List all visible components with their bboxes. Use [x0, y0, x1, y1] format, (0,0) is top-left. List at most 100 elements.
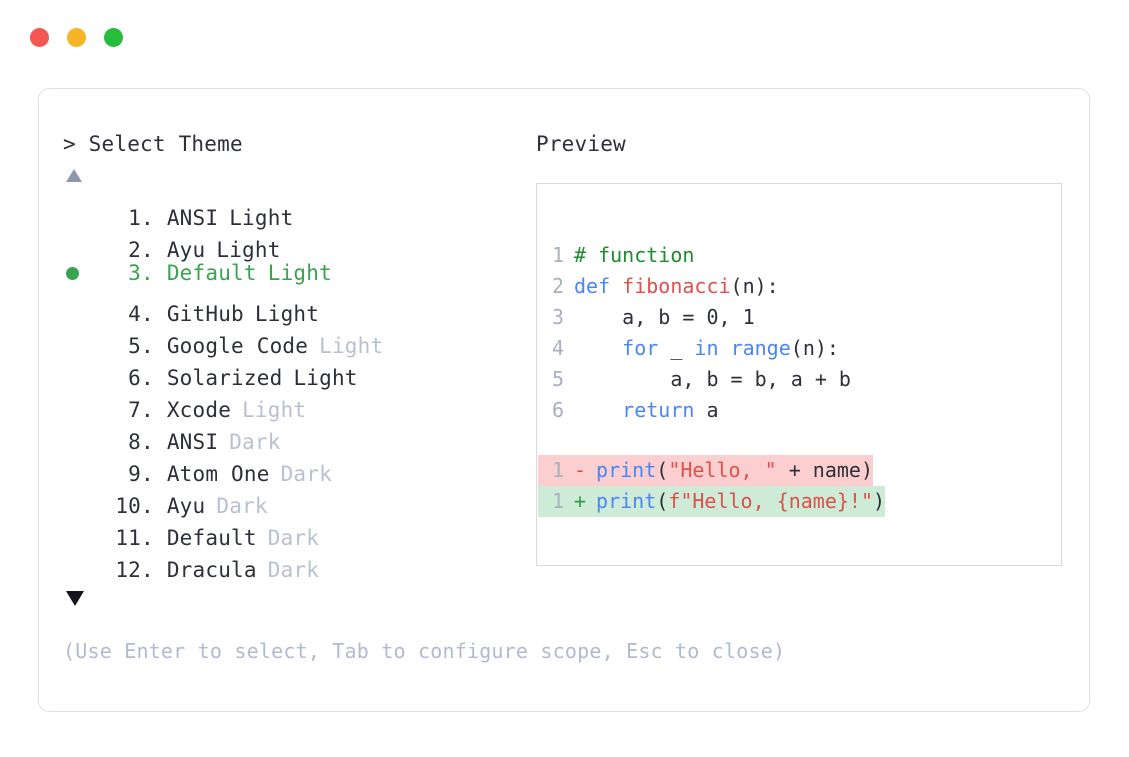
theme-item-variant: Light — [267, 261, 332, 285]
code-line-number: 1 — [551, 243, 564, 267]
theme-item-name: Xcode — [166, 398, 232, 422]
code-token — [719, 336, 731, 360]
code-line: 5 a, b = b, a + b — [538, 364, 1060, 395]
diff-highlight: 1-print("Hello, " + name) — [538, 455, 874, 486]
theme-item-variant: Dark — [267, 558, 320, 582]
theme-list-item[interactable]: 4. GitHub Light — [63, 289, 533, 326]
selected-bullet-icon — [66, 267, 79, 280]
code-token: (n): — [730, 274, 779, 298]
code-token: return — [622, 398, 695, 422]
theme-item-variant: Dark — [267, 526, 320, 550]
theme-item-name: Solarized — [166, 366, 283, 390]
code-token — [574, 398, 622, 422]
selection-bullet-cell — [63, 545, 97, 577]
code-token: range — [730, 336, 791, 360]
minimize-window-button[interactable] — [67, 28, 86, 47]
theme-item-number: 2 — [128, 238, 141, 262]
code-line: 6 return a — [538, 395, 1060, 426]
diff-line-content: print(f"Hello, {name}!") — [596, 486, 885, 517]
selection-bullet-cell — [63, 289, 97, 321]
code-token: , — [718, 305, 743, 329]
theme-item-name: Atom One — [166, 462, 270, 486]
window-titlebar — [30, 28, 123, 47]
selection-bullet-cell — [63, 353, 97, 385]
theme-item-number: 4 — [128, 302, 141, 326]
code-line-number: 3 — [551, 305, 564, 329]
theme-item-name: ANSI — [166, 206, 219, 230]
prompt-label: > Select Theme — [63, 132, 243, 156]
code-token: ) — [873, 489, 886, 513]
theme-item-number: 8 — [128, 430, 141, 454]
selection-bullet-cell — [63, 225, 97, 257]
theme-list-item[interactable]: 7. Xcode Light — [63, 385, 533, 422]
theme-item-number-dot: . — [141, 430, 154, 454]
theme-item-number: 11 — [115, 526, 141, 550]
diff-line-minus: 1-print("Hello, " + name) — [538, 455, 1060, 486]
code-token: a, b = b, a + b — [574, 367, 851, 391]
theme-item-name: Dracula — [166, 558, 257, 582]
theme-item-number-dot: . — [141, 494, 154, 518]
theme-item-number: 12 — [115, 558, 141, 582]
theme-item-number: 7 — [128, 398, 141, 422]
code-token: (n): — [790, 336, 839, 360]
theme-item-number-dot: . — [141, 334, 154, 358]
selection-bullet-cell — [63, 321, 97, 353]
code-line-number: 2 — [551, 274, 564, 298]
code-token: print — [596, 458, 657, 482]
selection-bullet-cell — [63, 193, 97, 225]
diff-marker: - — [574, 458, 587, 482]
maximize-window-button[interactable] — [104, 28, 123, 47]
selection-bullet-cell — [63, 513, 97, 545]
theme-item-variant: Light — [254, 302, 320, 326]
selection-bullet-cell — [63, 417, 97, 449]
theme-item-number: 5 — [128, 334, 141, 358]
diff-line-number: 1 — [551, 458, 564, 482]
code-token: ( — [656, 458, 669, 482]
theme-item-name: Ayu — [166, 238, 206, 262]
triangle-up-icon[interactable] — [66, 169, 82, 182]
theme-item-variant: Light — [229, 206, 294, 230]
code-token — [574, 336, 622, 360]
code-line-number: 6 — [551, 398, 564, 422]
diff-line-content: print("Hello, " + name) — [596, 455, 873, 486]
code-token: "Hello, " — [668, 458, 777, 482]
theme-item-number-dot: . — [141, 302, 154, 326]
selection-bullet-cell — [63, 385, 97, 417]
theme-item-number-dot: . — [141, 398, 154, 422]
theme-item-name: ANSI — [166, 430, 219, 454]
theme-item-variant: Dark — [216, 494, 268, 518]
theme-item-number: 1 — [128, 206, 141, 230]
theme-item-name: GitHub — [166, 302, 244, 326]
code-line-number: 4 — [551, 336, 564, 360]
theme-item-variant: Dark — [280, 462, 332, 486]
theme-item-variant: Light — [242, 398, 307, 422]
diff-highlight: 1+print(f"Hello, {name}!") — [538, 486, 886, 517]
code-line-content: for _ in range(n): — [574, 333, 839, 364]
selection-bullet-cell — [63, 481, 97, 513]
theme-list-item[interactable]: 2. Ayu Light — [63, 225, 533, 262]
theme-item-number-dot: . — [141, 366, 154, 390]
theme-item-number: 6 — [128, 366, 141, 390]
theme-item-name: Ayu — [166, 494, 206, 518]
code-line-content: return a — [574, 395, 718, 426]
theme-item-variant: Light — [216, 238, 281, 262]
preview-title: Preview — [536, 132, 626, 156]
theme-item-number-dot: . — [141, 238, 154, 262]
close-window-button[interactable] — [30, 28, 49, 47]
code-token: fibonacci — [622, 274, 731, 298]
selection-bullet-cell — [63, 449, 97, 481]
triangle-down-icon[interactable] — [66, 591, 84, 606]
